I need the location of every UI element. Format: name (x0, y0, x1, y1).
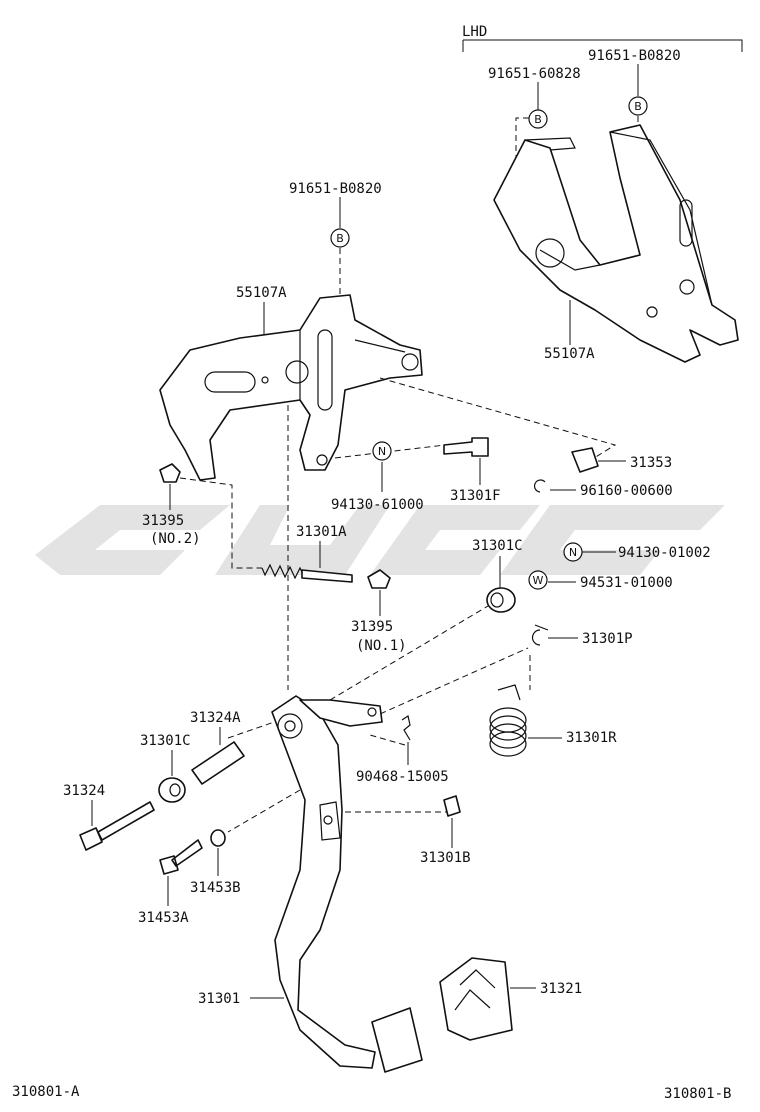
callout-94531-01000: 94531-01000 (580, 575, 673, 591)
part-31301C-bushing-left (158, 777, 186, 803)
svg-text:B: B (336, 232, 344, 245)
callout-31301A: 31301A (296, 524, 347, 540)
callout-31301R: 31301R (566, 730, 617, 746)
watermark-logo (35, 505, 725, 575)
main-pedal-bracket (159, 294, 423, 481)
part-31301P-clip (531, 624, 549, 646)
part-96160-clip (534, 479, 546, 493)
callout-31301P: 31301P (582, 631, 633, 647)
callout-94130-01002: 94130-01002 (618, 545, 711, 561)
svg-text:B: B (634, 100, 642, 113)
part-31324A-collar (191, 741, 245, 785)
part-31301F-bolt (443, 437, 489, 457)
lhd-bracket-line (462, 39, 743, 52)
callout-lhd-bracket: 55107A (544, 346, 595, 362)
callout-31301: 31301 (198, 991, 240, 1007)
callout-main-bracket: 55107A (236, 285, 287, 301)
callout-31301C-top: 31301C (472, 538, 523, 554)
callout-96160: 96160-00600 (580, 483, 673, 499)
part-31321-pad (439, 957, 513, 1041)
svg-text:B: B (534, 113, 542, 126)
callout-31301F: 31301F (450, 488, 501, 504)
callout-31321: 31321 (540, 981, 582, 997)
part-31395-no1 (367, 569, 391, 589)
callout-90468: 90468-15005 (356, 769, 449, 785)
corner-code-right: 310801-B (664, 1086, 731, 1102)
callout-31301B: 31301B (420, 850, 471, 866)
part-31453A-bolt (159, 839, 203, 875)
part-31301A-rod (261, 563, 353, 583)
part-31395-no2 (159, 463, 181, 483)
callout-31453A: 31453A (138, 910, 189, 926)
corner-code-left: 310801-A (12, 1084, 80, 1100)
callout-31395-no1: 31395 (351, 619, 393, 635)
callout-31353: 31353 (630, 455, 672, 471)
callout-31453B: 31453B (190, 880, 241, 896)
part-31301B-stopper (443, 795, 461, 817)
part-31301R-spring (489, 684, 527, 757)
callout-lhd-bolt-b: 91651-B0820 (588, 48, 681, 64)
callout-31301C-left: 31301C (140, 733, 191, 749)
part-31324-bolt (79, 801, 155, 851)
badge-n-01002: N (563, 542, 583, 562)
svg-text:W: W (533, 574, 544, 587)
lhd-label: LHD (462, 24, 487, 40)
part-31453B-washer (210, 829, 226, 847)
lhd-bracket-group: LHD 91651-B0820 91651-60828 B B 55107A (462, 24, 743, 363)
badge-w-01000: W (528, 570, 548, 590)
parts-right: 31353 96160-00600 N 94130-61000 31301F 3… (331, 437, 711, 1041)
callout-31324A: 31324A (190, 710, 241, 726)
callout-31395-no2: 31395 (142, 513, 184, 529)
badge-b-main: B (330, 228, 350, 248)
svg-text:N: N (378, 445, 386, 458)
callout-94130-61000: 94130-61000 (331, 497, 424, 513)
badge-n-61000: N (372, 441, 392, 461)
brake-pedal-pad (371, 1007, 423, 1073)
lhd-pedal-bracket (493, 124, 739, 363)
parts-left: 31395 (NO.2) 31301A 31395 (NO.1) 31324A … (63, 463, 407, 926)
callout-31324: 31324 (63, 783, 105, 799)
brake-pedal-arm: 31301 (198, 695, 423, 1073)
badge-b-lhd-a: B (528, 109, 548, 129)
callout-lhd-bolt-a: 91651-60828 (488, 66, 581, 82)
badge-b-lhd-b: B (628, 96, 648, 116)
part-90468-pin (401, 715, 411, 741)
callout-31395-no2-sub: (NO.2) (150, 531, 201, 547)
callout-31395-no1-sub: (NO.1) (356, 638, 407, 654)
main-bracket-group: 91651-B0820 B 55107A (159, 181, 423, 481)
callout-main-bolt: 91651-B0820 (289, 181, 382, 197)
svg-text:N: N (569, 546, 577, 559)
part-31353-bushing (571, 447, 599, 473)
